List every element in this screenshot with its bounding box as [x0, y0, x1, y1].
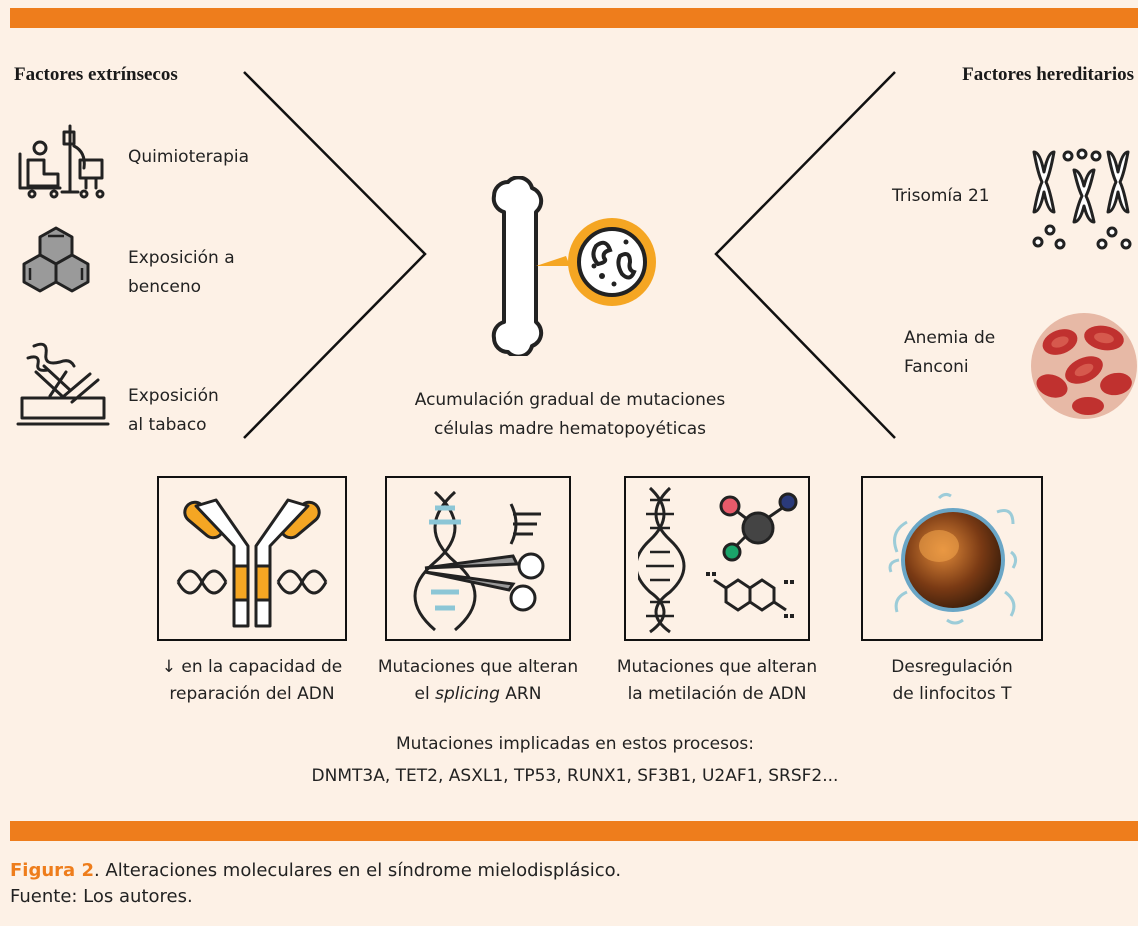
mutations-heading: Mutaciones implicadas en estos procesos:: [396, 734, 754, 754]
figure-source: Fuente: Los autores.: [10, 886, 193, 907]
splicing-box: [385, 476, 571, 641]
chromosomes-icon: [1028, 148, 1136, 252]
methylation-box: [624, 476, 810, 641]
dna-repair-antibody-icon: [174, 486, 330, 632]
figure-caption-text: . Alteraciones moleculares en el síndrom…: [93, 860, 622, 881]
dna-repair-box: [157, 476, 347, 641]
methylation-label-line1: Mutaciones que alteran: [616, 657, 818, 677]
figure-label: Figura 2: [10, 860, 94, 881]
dna-methylation-molecule-icon: [638, 484, 800, 634]
top-accent-bar: [10, 8, 1138, 28]
center-caption-line1: Acumulación gradual de mutaciones: [414, 390, 726, 410]
splicing-label-line2: el splicing ARN: [414, 684, 542, 704]
benzene-label-line1: Exposición a: [128, 248, 235, 268]
fanconi-label-line1: Anemia de: [904, 328, 996, 348]
dna-repair-label-line1: ↓ en la capacidad de: [161, 657, 343, 677]
bone-marrow-cell-icon: [486, 176, 666, 356]
fanconi-label-line2: Fanconi: [904, 357, 969, 377]
trisomy-label: Trisomía 21: [892, 186, 990, 206]
dna-repair-label-line2: reparación del ADN: [169, 684, 335, 704]
tobacco-label-line1: Exposición: [128, 386, 219, 406]
extrinsic-factors-heading: Factores extrínsecos: [14, 64, 178, 85]
mutations-list: DNMT3A, TET2, ASXL1, TP53, RUNX1, SF3B1,…: [311, 766, 839, 786]
chemotherapy-patient-icon: [14, 120, 110, 200]
chevron-lines: [243, 71, 896, 439]
benzene-molecule-icon: [20, 224, 92, 304]
center-caption-line2: células madre hematopoyéticas: [434, 419, 706, 439]
t-lymphocyte-label-line2: de linfocitos T: [892, 684, 1012, 704]
dna-scissors-splicing-icon: [405, 488, 555, 632]
t-lymphocyte-label-line1: Desregulación: [891, 657, 1013, 677]
benzene-label-line2: benceno: [128, 277, 202, 297]
figure-caption: Figura 2. Alteraciones moleculares en el…: [10, 858, 621, 884]
t-lymphocyte-box: [861, 476, 1043, 641]
bottom-accent-bar: [10, 821, 1138, 841]
splicing-label-line1: Mutaciones que alteran: [377, 657, 579, 677]
tobacco-label-line2: al tabaco: [128, 415, 207, 435]
chemotherapy-label: Quimioterapia: [128, 147, 250, 167]
cigarette-ashtray-icon: [14, 338, 110, 434]
methylation-label-line2: la metilación de ADN: [627, 684, 807, 704]
hereditary-factors-heading: Factores hereditarios: [962, 64, 1134, 85]
red-blood-cells-icon: [1030, 312, 1138, 420]
t-lymphocyte-cell-icon: [887, 492, 1019, 626]
